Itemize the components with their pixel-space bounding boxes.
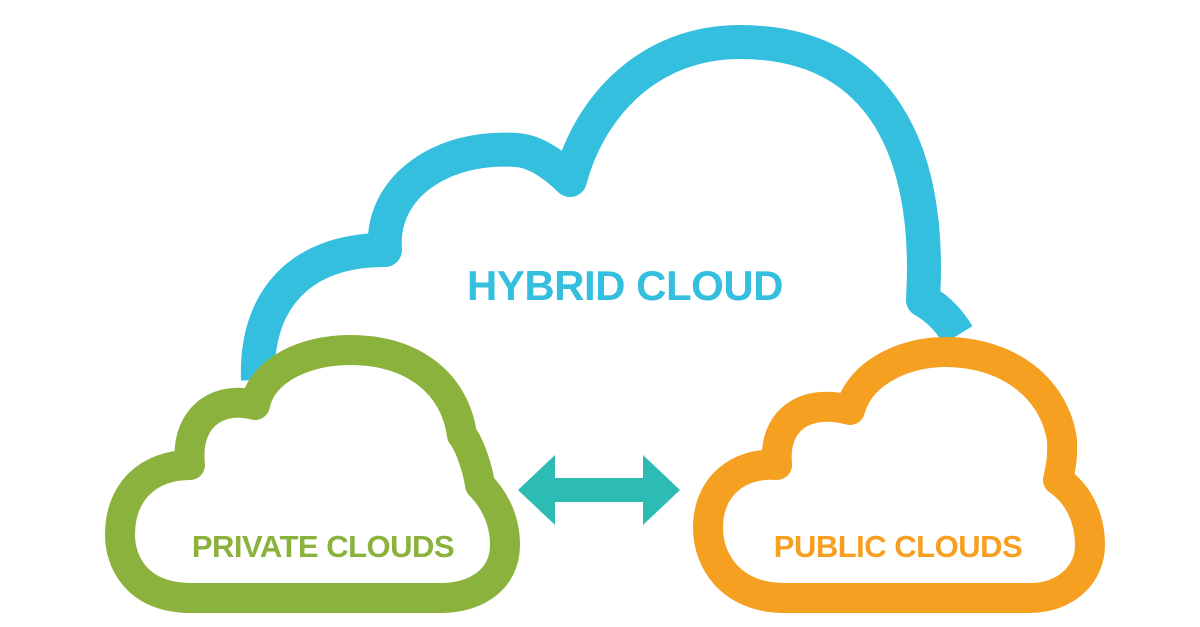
private-clouds-label: PRIVATE CLOUDS xyxy=(192,529,454,564)
hybrid-cloud-shape xyxy=(240,25,973,381)
public-clouds-label: PUBLIC CLOUDS xyxy=(774,529,1022,564)
private-cloud-shape xyxy=(105,335,520,613)
public-cloud-shape xyxy=(693,337,1105,613)
double-headed-arrow-icon xyxy=(518,455,680,525)
hybrid-cloud-label: HYBRID CLOUD xyxy=(467,262,783,309)
